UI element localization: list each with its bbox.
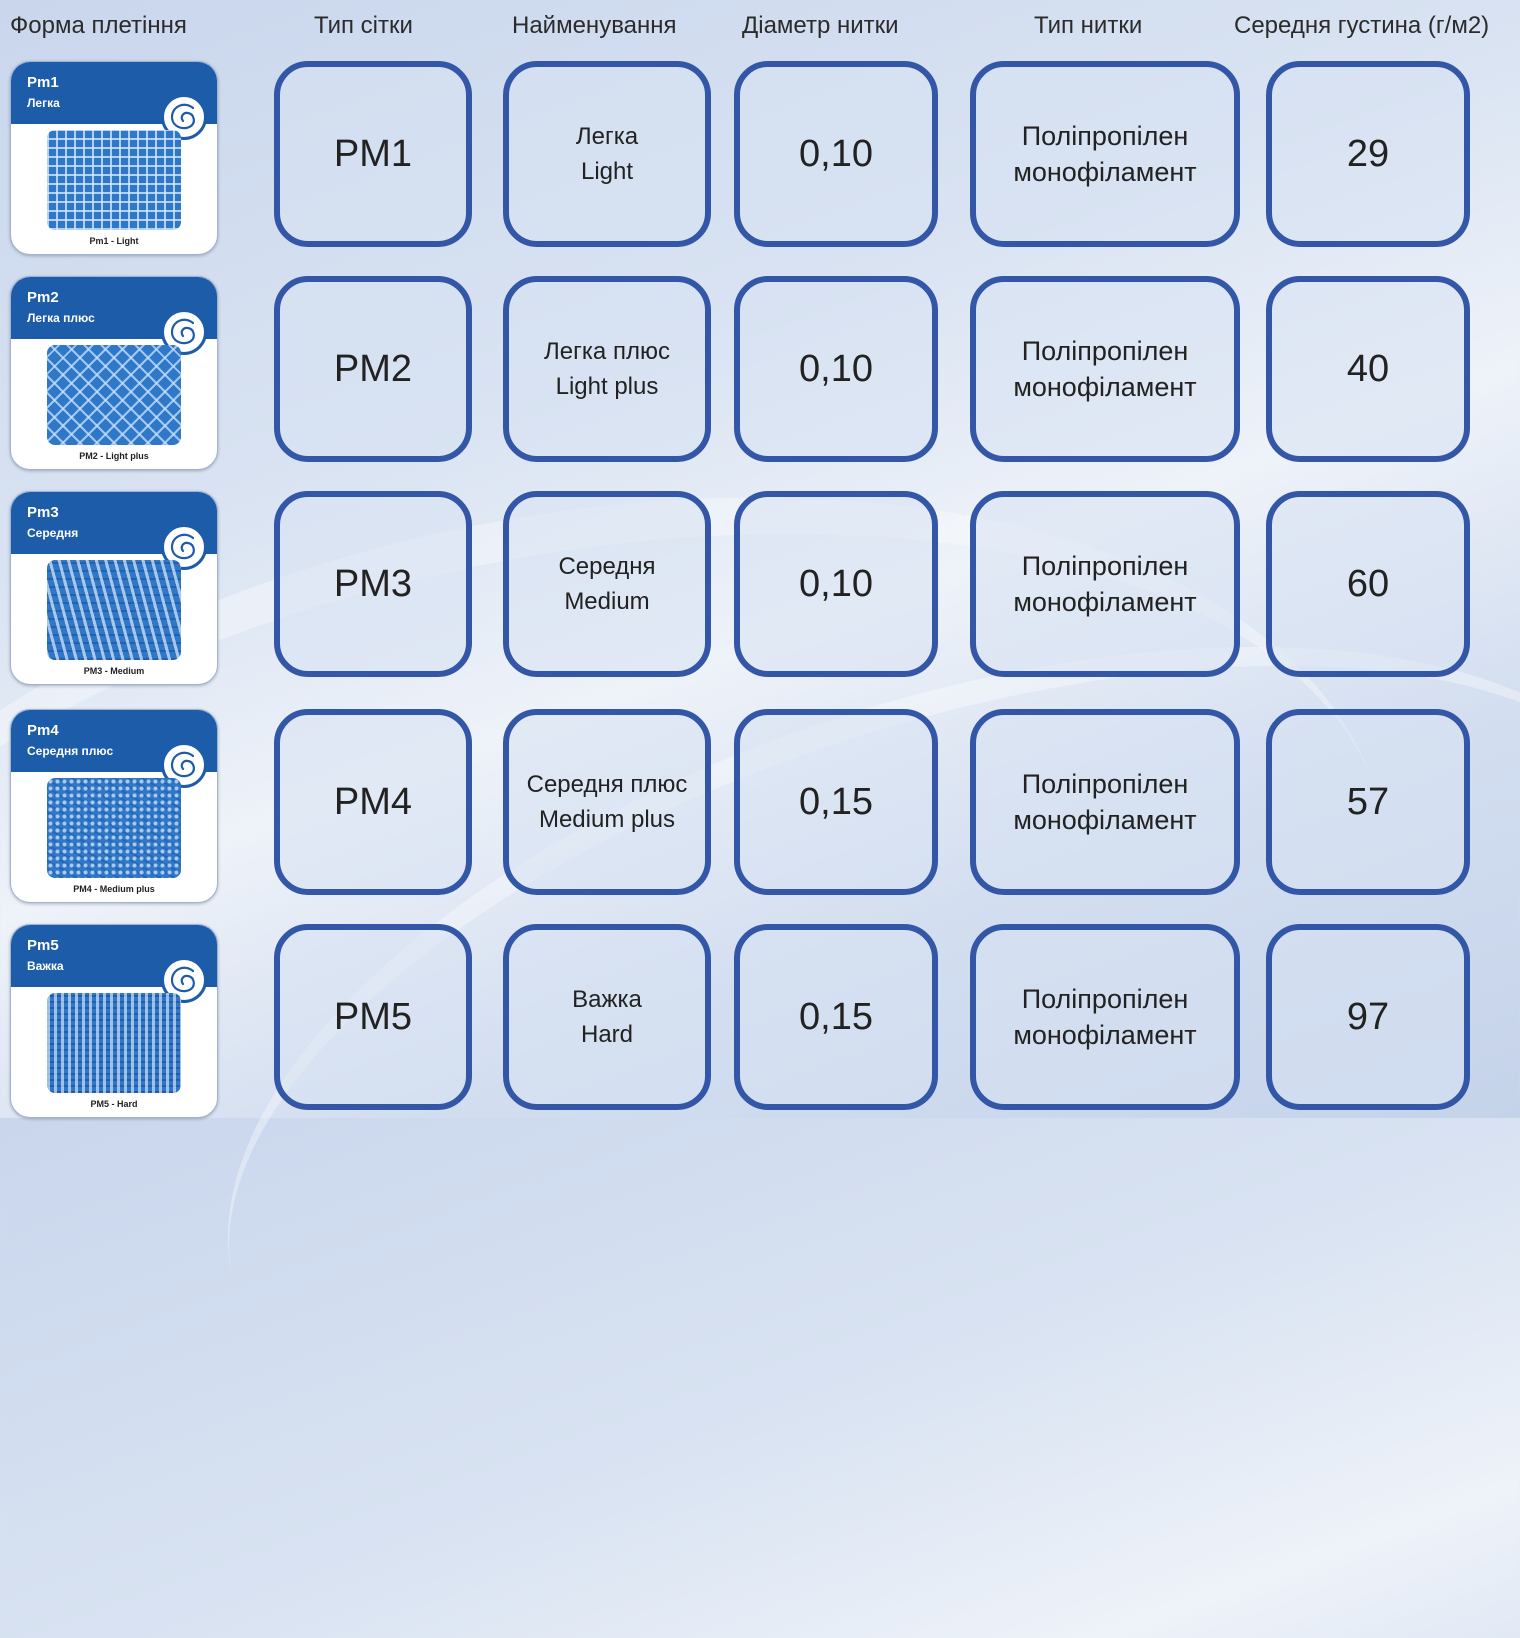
name-en: Medium (564, 588, 650, 615)
card-caption: PM5 - Hard (90, 1099, 138, 1109)
density-cell: 29 (1266, 61, 1470, 247)
thread-line-2: монофіламент (1013, 1020, 1197, 1050)
density-cell: 57 (1266, 709, 1470, 895)
name-ua: Середня (558, 553, 656, 580)
card-code: Pm5 (27, 937, 59, 954)
name-cell: Легка Light (503, 61, 711, 247)
weave-card: Pm4 Середня плюс PM4 - Medium plus (10, 709, 218, 903)
card-code: Pm1 (27, 74, 59, 91)
diameter-cell: 0,15 (734, 709, 938, 895)
thread-line-1: Поліпропілен (1021, 984, 1189, 1014)
name-cell: Середня плюс Medium plus (503, 709, 711, 895)
header-diameter: Діаметр нитки (742, 12, 899, 39)
thread-type-cell: Поліпропілен монофіламент (970, 924, 1240, 1110)
mesh-swatch-image (47, 130, 181, 230)
mesh-type-cell: PM5 (274, 924, 472, 1110)
card-caption: PM3 - Medium (83, 666, 145, 676)
thread-line-2: монофіламент (1013, 805, 1197, 835)
header-thread-type: Тип нитки (1034, 12, 1143, 39)
table-row: Pm1 Легка Pm1 - Light PM1 Легка Light 0,… (0, 61, 1520, 267)
thread-line-2: монофіламент (1013, 157, 1197, 187)
mesh-swatch-image (47, 560, 181, 660)
thread-type-cell: Поліпропілен монофіламент (970, 491, 1240, 677)
diameter-cell: 0,10 (734, 491, 938, 677)
thread-line-1: Поліпропілен (1021, 769, 1189, 799)
thread-line-1: Поліпропілен (1021, 336, 1189, 366)
card-name: Легка плюс (27, 311, 95, 325)
thread-type-cell: Поліпропілен монофіламент (970, 61, 1240, 247)
mesh-type-cell: PM4 (274, 709, 472, 895)
name-cell: Середня Medium (503, 491, 711, 677)
name-ua: Легка плюс (544, 338, 670, 365)
name-en: Light (580, 158, 634, 185)
diameter-cell: 0,10 (734, 61, 938, 247)
table-row: Pm4 Середня плюс PM4 - Medium plus PM4 С… (0, 709, 1520, 915)
weave-card: Pm2 Легка плюс PM2 - Light plus (10, 276, 218, 470)
density-cell: 97 (1266, 924, 1470, 1110)
name-ua: Легка (575, 123, 639, 150)
mesh-type-cell: PM2 (274, 276, 472, 462)
density-cell: 40 (1266, 276, 1470, 462)
name-en: Medium plus (538, 806, 676, 833)
name-ua: Важка (572, 986, 642, 1013)
thread-type-cell: Поліпропілен монофіламент (970, 276, 1240, 462)
table-row: Pm2 Легка плюс PM2 - Light plus PM2 Легк… (0, 276, 1520, 482)
diameter-cell: 0,10 (734, 276, 938, 462)
card-caption: PM2 - Light plus (79, 451, 149, 461)
mesh-type-cell: PM1 (274, 61, 472, 247)
thread-type-cell: Поліпропілен монофіламент (970, 709, 1240, 895)
card-caption: Pm1 - Light (89, 236, 139, 246)
mesh-type-cell: PM3 (274, 491, 472, 677)
table-row: Pm5 Важка PM5 - Hard PM5 Важка Hard 0,15… (0, 924, 1520, 1130)
table-row: Pm3 Середня PM3 - Medium PM3 Середня Med… (0, 491, 1520, 697)
name-cell: Легка плюс Light plus (503, 276, 711, 462)
header-weave: Форма плетіння (10, 12, 187, 39)
card-name: Легка (27, 96, 60, 110)
name-en: Hard (580, 1021, 634, 1048)
header-density: Середня густина (г/м2) (1234, 12, 1490, 39)
card-name: Важка (27, 959, 64, 973)
mesh-swatch-image (47, 993, 181, 1093)
weave-card: Pm5 Важка PM5 - Hard (10, 924, 218, 1118)
diameter-cell: 0,15 (734, 924, 938, 1110)
name-ua: Середня плюс (526, 771, 688, 798)
weave-card: Pm1 Легка Pm1 - Light (10, 61, 218, 255)
thread-line-1: Поліпропілен (1021, 121, 1189, 151)
thread-line-1: Поліпропілен (1021, 551, 1189, 581)
mesh-swatch-image (47, 778, 181, 878)
thread-line-2: монофіламент (1013, 372, 1197, 402)
mesh-swatch-image (47, 345, 181, 445)
density-cell: 60 (1266, 491, 1470, 677)
card-name: Середня плюс (27, 744, 114, 758)
thread-line-2: монофіламент (1013, 587, 1197, 617)
weave-card: Pm3 Середня PM3 - Medium (10, 491, 218, 685)
header-mesh-type: Тип сітки (314, 12, 413, 39)
header-name: Найменування (512, 12, 677, 39)
card-code: Pm3 (27, 504, 59, 521)
card-name: Середня (27, 526, 79, 540)
card-code: Pm2 (27, 289, 59, 306)
card-caption: PM4 - Medium plus (73, 884, 155, 894)
name-cell: Важка Hard (503, 924, 711, 1110)
name-en: Light plus (555, 373, 659, 400)
card-code: Pm4 (27, 722, 59, 739)
